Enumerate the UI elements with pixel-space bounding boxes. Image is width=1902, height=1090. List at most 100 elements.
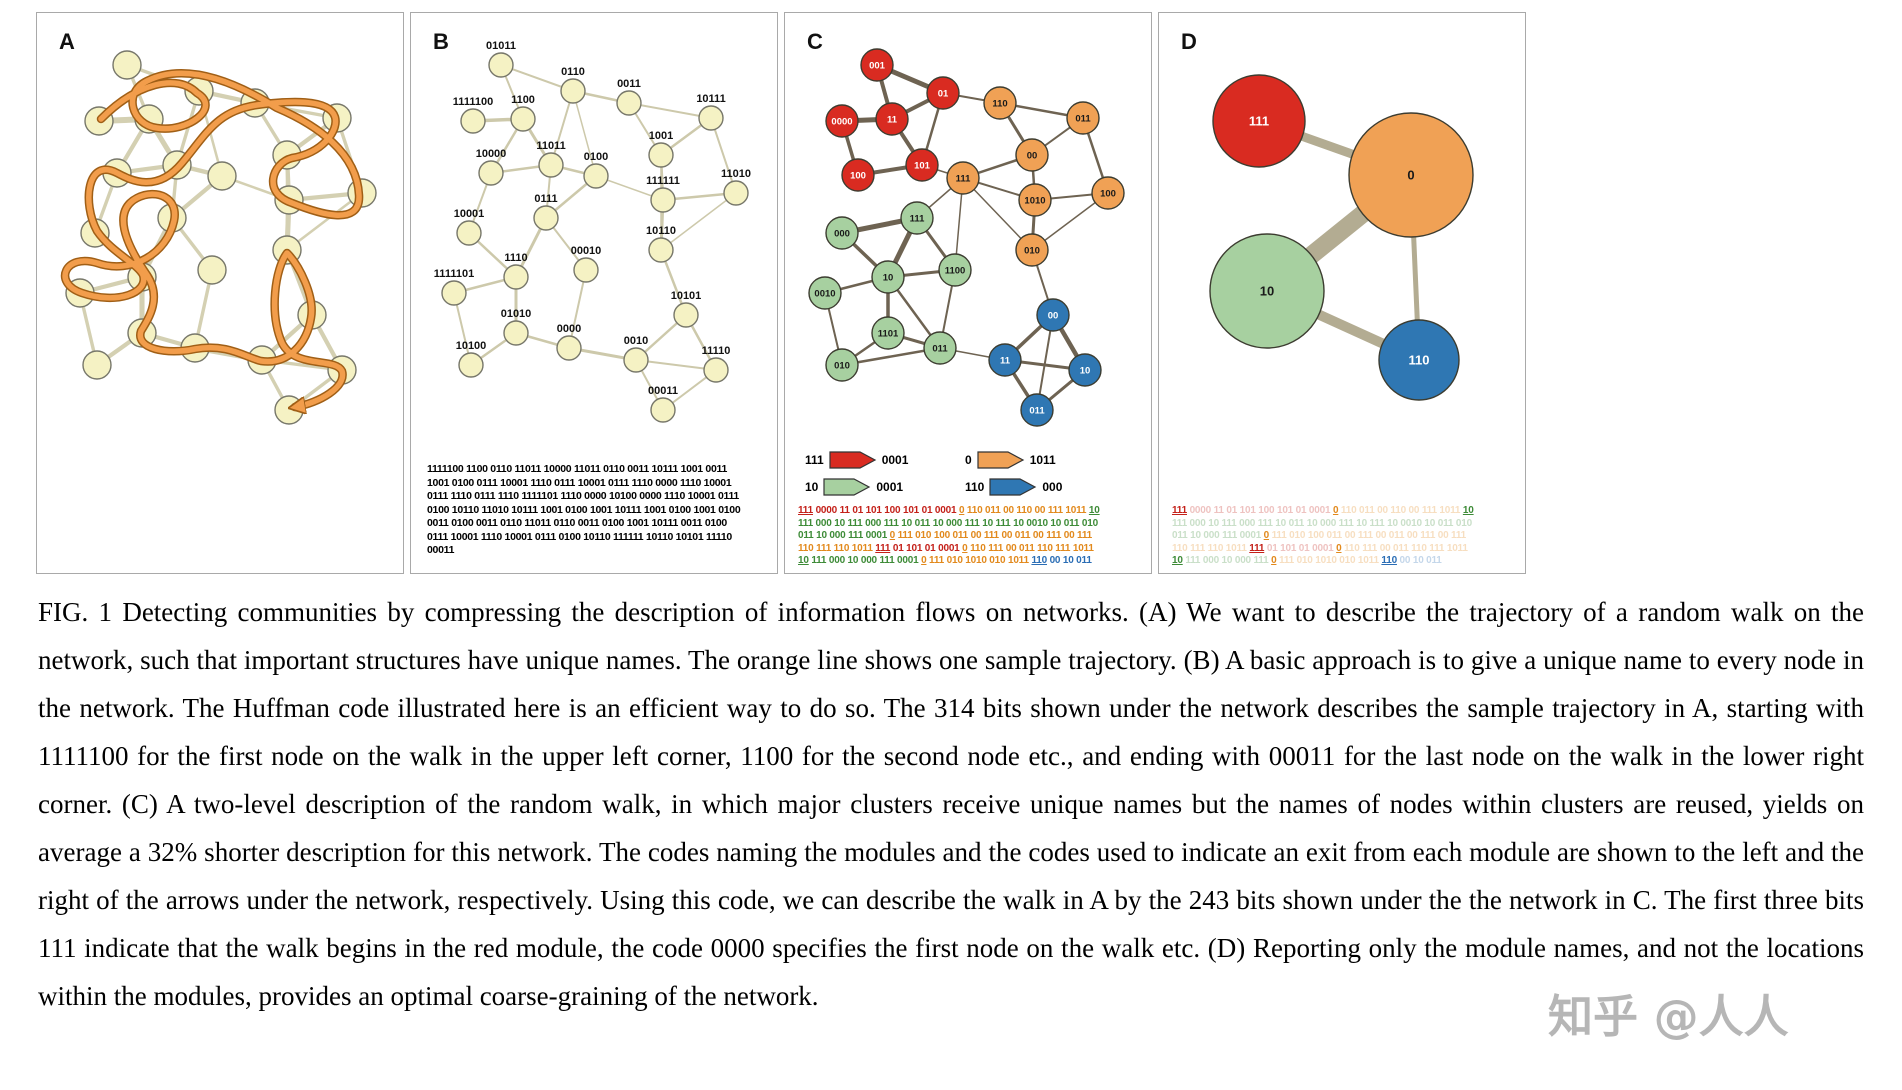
network-node: [503, 264, 529, 290]
network-node: [703, 357, 729, 383]
legend-item-green-module: 10 0001: [805, 478, 965, 496]
network-edge: [572, 90, 597, 177]
network-node: [560, 78, 586, 104]
node-label: 11010: [721, 168, 751, 180]
network-node: [82, 350, 112, 380]
node-label: 1001: [649, 130, 673, 142]
module-code-label: 10: [805, 480, 819, 494]
code-segment-red: 111: [798, 505, 813, 516]
network-node: [478, 160, 504, 186]
code-segment-red: 111: [1172, 505, 1187, 516]
network-node: [458, 352, 484, 378]
node-label: 110: [992, 98, 1007, 109]
bitstring-line: 00011: [427, 544, 455, 556]
node-label: 010: [834, 360, 850, 371]
network-node: [1212, 74, 1306, 168]
network-node: [573, 257, 599, 283]
code-segment-green: 111 000 10 000 111: [1182, 555, 1272, 567]
network-node: [1018, 183, 1052, 217]
figure-caption: FIG. 1 Detecting communities by compress…: [38, 597, 1864, 1011]
network-edge: [500, 64, 574, 92]
code-segment-green: 111 000 10 111 000 111 10 011 10 000 111…: [1172, 517, 1472, 529]
network-node: [808, 276, 842, 310]
node-label: 0010: [814, 288, 835, 299]
network-node: [207, 161, 237, 191]
network-node: [673, 302, 699, 328]
code-segment-orange: 110 111 00 011 110 111 1011: [967, 542, 1094, 554]
code-segment-red: 01 101 01 0001: [890, 542, 963, 554]
panel-c-letter: C: [807, 29, 823, 54]
code-segment-orange: 0: [1271, 555, 1277, 567]
network-edge: [710, 117, 737, 194]
network-node: [456, 220, 482, 246]
module-code-label: 0: [965, 453, 972, 467]
network-node: [460, 108, 486, 134]
module-arrow-icon: [829, 451, 876, 469]
network-node: [533, 205, 559, 231]
code-segment-orange: 0: [889, 530, 896, 542]
network-node: [488, 52, 514, 78]
network-node: [112, 50, 142, 80]
node-label: 00: [1027, 150, 1038, 161]
network-edge: [550, 90, 574, 166]
bitstring-line: 1111100 1100 0110 11011 10000 11011 0110…: [427, 463, 728, 475]
code-segment-orange: 0: [1336, 542, 1342, 554]
code-segment-orange: 0: [1263, 530, 1270, 542]
node-label: 11: [1000, 355, 1011, 366]
node-label: 10: [1260, 284, 1274, 299]
network-a-random-walk: [60, 50, 377, 425]
code-segment-red: 01 101 01 0001: [1264, 542, 1337, 554]
panel-a-letter: A: [59, 29, 75, 54]
code-segment-orange: 111 010 100 011 00 111 00 011 00 111 00 …: [895, 530, 1093, 542]
node-label: 1100: [511, 94, 535, 106]
network-node: [841, 158, 875, 192]
node-label: 10101: [671, 290, 702, 302]
network-node: [1015, 138, 1049, 172]
network-node: [1036, 298, 1070, 332]
network-node: [197, 255, 227, 285]
code-segment-green: 111 000 10 000 111 0001: [808, 555, 922, 567]
bitstring-line: 0111 1110 0111 1110 1111101 1110 0000 10…: [427, 490, 739, 502]
network-node: [825, 104, 859, 138]
code-segment-green: 111 000 10 111 000 111 10 011 10 000 111…: [798, 517, 1098, 529]
code-segment-blue: 00 10 011: [1046, 555, 1092, 567]
node-label: 10001: [454, 208, 485, 220]
network-node: [900, 201, 934, 235]
module-arrow-icon: [989, 478, 1037, 496]
code-line: 111 0000 11 01 101 100 101 01 0001 0 110…: [1172, 505, 1518, 518]
exit-code-label: 1011: [1029, 453, 1056, 467]
code-segment-orange: 110 111 110 1011: [798, 542, 876, 554]
bitstring-line: 0100 10110 11010 10111 1001 0100 1001 10…: [427, 503, 741, 516]
network-node: [1091, 176, 1125, 210]
code-line: 111 0000 11 01 101 100 101 01 0001 0 110…: [798, 505, 1144, 518]
panel-d-letter: D: [1181, 29, 1197, 54]
node-label: 010: [1024, 245, 1040, 256]
code-segment-green: 011 10 000 111 0001: [1172, 530, 1264, 542]
network-node: [648, 142, 674, 168]
code-line: 110 111 110 1011 111 01 101 01 0001 0 11…: [798, 543, 1144, 556]
code-segment-blue: 110: [1031, 555, 1047, 567]
exit-code-label: 0001: [881, 453, 909, 467]
node-label: 10100: [456, 340, 487, 352]
node-label: 10111: [696, 93, 725, 105]
code-segment-red: 0000 11 01 101 100 101 01 0001: [812, 505, 959, 516]
code-segment-orange: 110 011 00 110 00 111 1011: [964, 505, 1089, 516]
network-edge: [285, 191, 364, 252]
node-label: 0000: [831, 116, 852, 127]
code-segment-blue: 110: [1381, 555, 1397, 567]
node-label: 0111: [534, 193, 557, 205]
node-label: 01: [938, 88, 949, 99]
code-line: 110 111 110 1011 111 01 101 01 0001 0 11…: [1172, 543, 1518, 556]
exit-code-label: 0001: [876, 480, 904, 494]
panel-b-letter: B: [433, 29, 449, 54]
network-node: [1348, 112, 1474, 238]
node-label: 00: [1048, 310, 1059, 321]
node-label: 1111100: [453, 96, 493, 108]
network-node: [926, 76, 960, 110]
node-label: 110: [1409, 353, 1430, 368]
